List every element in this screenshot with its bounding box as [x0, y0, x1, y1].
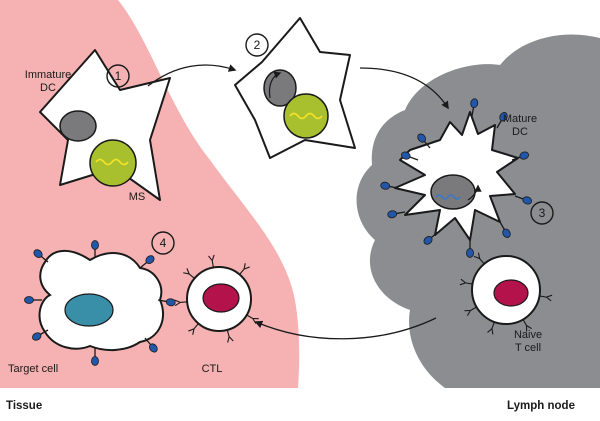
naive-t-cell: [472, 256, 540, 324]
naive-t-cell-label-line2: T cell: [515, 342, 541, 354]
step-1-number: 1: [115, 69, 122, 83]
step-4-number: 4: [160, 236, 167, 250]
step-3-number: 3: [539, 206, 546, 220]
ms-label: MS: [129, 191, 146, 203]
immature-dc-nucleus: [60, 111, 96, 141]
t-cell-nucleus: [494, 280, 528, 306]
ctl-nucleus: [203, 284, 239, 312]
mature-dc-label-line1: Mature: [503, 113, 537, 125]
ctl-label: CTL: [202, 363, 223, 375]
tissue-label: Tissue: [6, 400, 42, 412]
mature-dc-nucleus: [431, 175, 475, 209]
immature-dc-label-line2: DC: [40, 82, 56, 94]
ms-particle: [90, 140, 136, 186]
naive-t-cell-label-line1: Naive: [514, 329, 542, 341]
mature-dc-label-line2: DC: [512, 126, 528, 138]
target-cell-label: Target cell: [8, 363, 58, 375]
step-2-number: 2: [254, 38, 261, 52]
step-2-badge: 2: [246, 34, 268, 56]
ctl-cell: [187, 267, 251, 331]
lymph-node-label: Lymph node: [507, 400, 575, 412]
target-cell-nucleus: [65, 294, 113, 326]
immature-dc-label-line1: Immature: [25, 69, 71, 81]
